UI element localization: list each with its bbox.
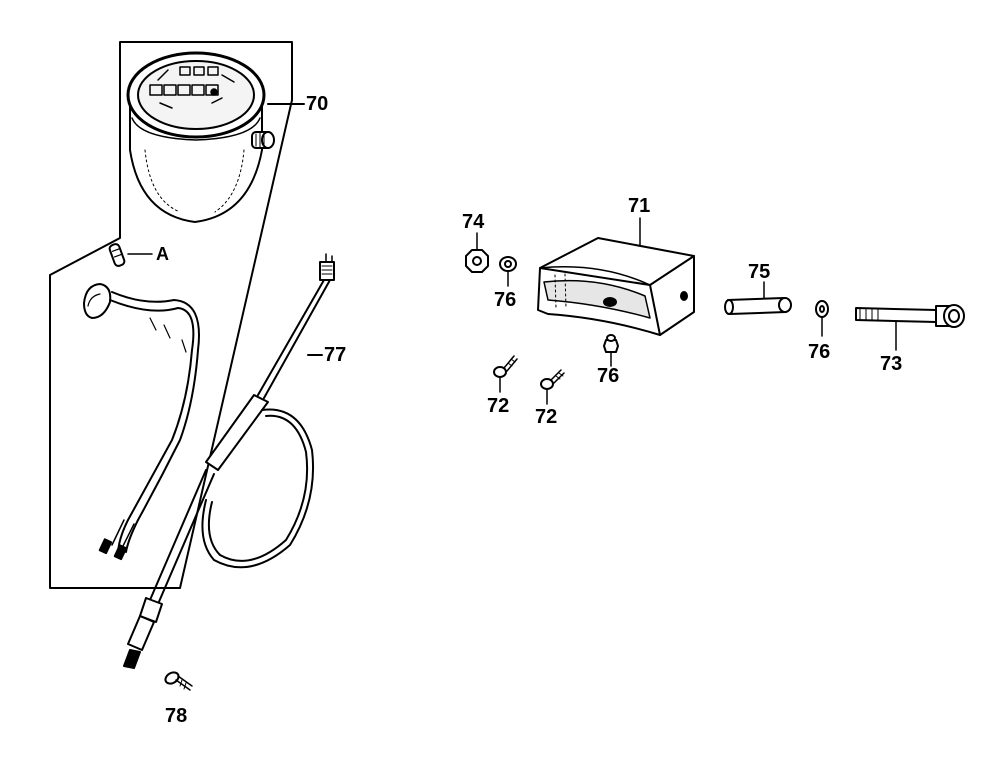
speedometer-cable-77[interactable] — [124, 254, 334, 668]
screw-72-right[interactable] — [541, 370, 564, 389]
callout-75: 75 — [748, 261, 771, 283]
callout-76-bottom: 76 — [597, 365, 620, 387]
callout-76-left: 76 — [494, 289, 517, 311]
screw-78[interactable] — [163, 670, 192, 690]
speedometer-70[interactable] — [128, 53, 274, 222]
washer-76-left[interactable] — [500, 257, 516, 271]
wire-harness[interactable] — [84, 284, 199, 559]
callout-74: 74 — [462, 211, 485, 233]
bolt-73[interactable] — [856, 305, 964, 327]
callout-78: 78 — [165, 705, 188, 727]
callout-a: A — [156, 244, 169, 264]
washer-76-bottom[interactable] — [604, 335, 618, 352]
callout-72-right: 72 — [535, 406, 558, 428]
callout-70: 70 — [306, 93, 329, 115]
callout-77: 77 — [324, 344, 347, 366]
callout-71: 71 — [628, 195, 651, 217]
bracket-71[interactable] — [538, 238, 694, 335]
washer-76-right[interactable] — [816, 301, 828, 317]
nut-74[interactable] — [466, 250, 488, 272]
callout-76-right: 76 — [808, 341, 831, 363]
screw-72-left[interactable] — [494, 356, 517, 377]
collar-75[interactable] — [725, 298, 791, 314]
callout-72-left: 72 — [487, 395, 510, 417]
assembly-outline — [50, 42, 292, 588]
callout-73: 73 — [880, 353, 903, 375]
bulb-a[interactable] — [109, 243, 126, 267]
